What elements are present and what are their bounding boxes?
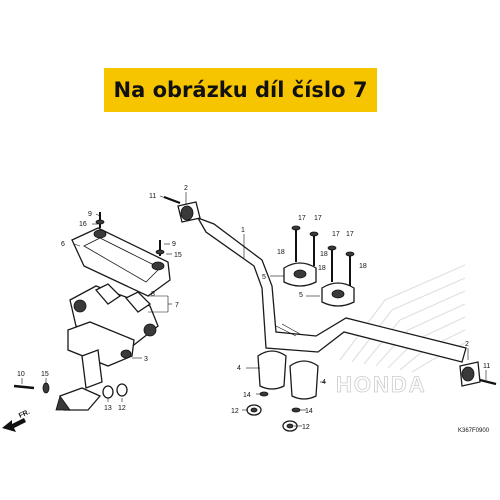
top-bridge-cover xyxy=(71,227,171,297)
callout-7: 7 xyxy=(175,302,179,309)
callout-labels: 1 2 11 9 16 6 9 15 8 7 3 17 17 17 17 18 … xyxy=(17,185,490,431)
diagram-code: K367F0900 xyxy=(458,428,490,434)
callout-18: 18 xyxy=(320,251,328,258)
upper-holder-right xyxy=(321,282,355,307)
callout-11: 11 xyxy=(483,363,490,370)
handlebar xyxy=(196,216,467,363)
callout-12: 12 xyxy=(231,408,239,415)
callout-4: 4 xyxy=(322,379,326,386)
washer-16 xyxy=(95,219,105,225)
washer-15-upper xyxy=(155,249,165,255)
honda-wing-logo xyxy=(339,264,466,373)
callout-10: 10 xyxy=(17,371,25,378)
front-direction-arrow xyxy=(2,418,26,432)
callout-18: 18 xyxy=(359,263,367,270)
callout-14: 14 xyxy=(243,392,251,399)
callout-11: 11 xyxy=(149,193,156,200)
washer-15 xyxy=(42,382,50,394)
upper-holder-left xyxy=(283,262,317,287)
callout-9: 9 xyxy=(172,241,176,248)
callout-15: 15 xyxy=(41,371,49,378)
callout-8: 8 xyxy=(151,291,155,298)
watermark-text: HONDA xyxy=(336,372,427,397)
callout-16: 16 xyxy=(79,221,87,228)
callout-18: 18 xyxy=(277,249,285,256)
callout-12: 12 xyxy=(118,405,126,412)
bar-end-weight-left xyxy=(177,201,201,223)
callout-17: 17 xyxy=(332,231,340,238)
callout-13: 13 xyxy=(104,405,112,412)
callout-1: 1 xyxy=(241,227,245,234)
title-banner: Na obrázku díl číslo 7 xyxy=(104,68,377,112)
callout-18: 18 xyxy=(318,265,326,272)
callout-4: 4 xyxy=(237,365,241,372)
callout-17: 17 xyxy=(298,215,306,222)
callout-3: 3 xyxy=(144,356,148,363)
lower-holder-right xyxy=(289,360,319,400)
callout-12: 12 xyxy=(302,424,310,431)
callout-9: 9 xyxy=(88,211,92,218)
callout-17: 17 xyxy=(314,215,322,222)
leader-lines xyxy=(21,192,487,427)
callout-17: 17 xyxy=(346,231,354,238)
callout-2: 2 xyxy=(184,185,188,192)
callout-15: 15 xyxy=(174,252,182,259)
bolt-11-right xyxy=(479,378,497,386)
lower-holder-left xyxy=(257,350,287,390)
callout-6: 6 xyxy=(61,241,65,248)
washers-17 xyxy=(291,225,355,257)
lower-holder-hardware xyxy=(246,391,301,432)
front-direction-label: FR. xyxy=(18,409,31,420)
bolt-10 xyxy=(13,384,35,390)
steering-stem xyxy=(55,321,135,411)
banner-text: Na obrázku díl číslo 7 xyxy=(113,78,368,102)
nut-12-stem xyxy=(116,383,128,397)
callout-5: 5 xyxy=(299,292,303,299)
holder-bolts xyxy=(295,230,351,286)
washer-13 xyxy=(102,385,114,399)
bar-end-weight-right xyxy=(459,361,481,387)
callout-2: 2 xyxy=(465,341,469,348)
callout-14: 14 xyxy=(305,408,313,415)
callout-5: 5 xyxy=(262,274,266,281)
bolt-11-left xyxy=(163,195,181,205)
